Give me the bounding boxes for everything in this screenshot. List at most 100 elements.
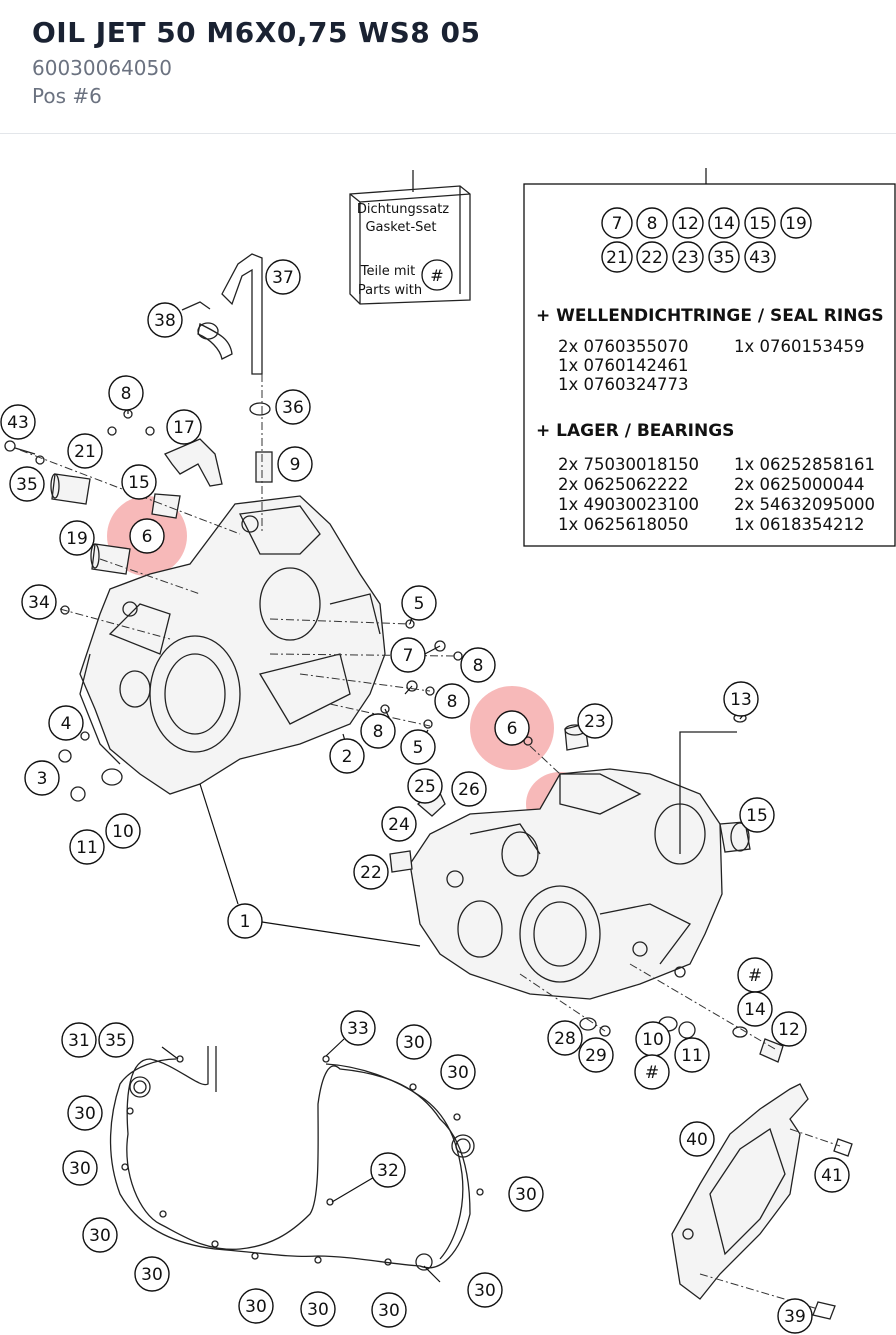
kit-item-35[interactable]: 35 (708, 241, 740, 273)
callout-17[interactable]: 17 (166, 409, 202, 445)
seal-right-0: 1x 0760153459 (734, 337, 865, 356)
callout-37[interactable]: 37 (265, 259, 301, 295)
callout-28[interactable]: 28 (547, 1020, 583, 1056)
callout-4[interactable]: 4 (48, 705, 84, 741)
kit-item-15[interactable]: 15 (744, 207, 776, 239)
callout-text: 30 (74, 1104, 96, 1124)
callout-32[interactable]: 32 (370, 1152, 406, 1188)
callout-6[interactable]: 6 (494, 710, 530, 746)
callout-7[interactable]: 7 (390, 637, 426, 673)
bearing-right-3: 1x 0618354212 (734, 515, 865, 534)
kit-item-43[interactable]: 43 (744, 241, 776, 273)
callout-30[interactable]: 30 (62, 1150, 98, 1186)
seal-left-0: 2x 0760355070 (558, 337, 689, 356)
callout-3[interactable]: 3 (24, 760, 60, 796)
callout-25[interactable]: 25 (407, 768, 443, 804)
callout-15[interactable]: 15 (739, 797, 775, 833)
callout-30[interactable]: 30 (371, 1292, 407, 1328)
callout-30[interactable]: 30 (300, 1291, 336, 1327)
callout-34[interactable]: 34 (21, 584, 57, 620)
callout-39[interactable]: 39 (777, 1298, 813, 1334)
callout-text: # (748, 966, 762, 986)
callout-8[interactable]: 8 (108, 375, 144, 411)
callout-30[interactable]: 30 (67, 1095, 103, 1131)
callout-text: 1 (240, 912, 251, 932)
callout-text: 15 (128, 473, 150, 493)
callout-35[interactable]: 35 (9, 466, 45, 502)
callout-5[interactable]: 5 (400, 729, 436, 765)
callout-15[interactable]: 15 (121, 464, 157, 500)
callout-text: 21 (606, 248, 628, 268)
callout-29[interactable]: 29 (578, 1037, 614, 1073)
callout-40[interactable]: 40 (679, 1121, 715, 1157)
kit-item-12[interactable]: 12 (672, 207, 704, 239)
callout-text: 7 (403, 646, 414, 666)
callout-5[interactable]: 5 (401, 585, 437, 621)
callout-38[interactable]: 38 (147, 302, 183, 338)
kit-item-7[interactable]: 7 (601, 207, 633, 239)
callout-19[interactable]: 19 (59, 520, 95, 556)
callout-30[interactable]: 30 (134, 1256, 170, 1292)
callout-41[interactable]: 41 (814, 1157, 850, 1193)
callout-text: 9 (290, 455, 301, 475)
callout-text: 30 (378, 1301, 400, 1321)
callout-33[interactable]: 33 (340, 1010, 376, 1046)
callout-30[interactable]: 30 (508, 1176, 544, 1212)
callout-10[interactable]: 10 (635, 1021, 671, 1057)
callout-2[interactable]: 2 (329, 738, 365, 774)
callout-text: 12 (778, 1020, 800, 1040)
callout-text: 8 (647, 214, 658, 234)
callout-1[interactable]: 1 (227, 903, 263, 939)
callout-30[interactable]: 30 (467, 1272, 503, 1308)
callout-text: 13 (730, 690, 752, 710)
callout-22[interactable]: 22 (353, 854, 389, 890)
callout-text: 5 (413, 738, 424, 758)
callout-11[interactable]: 11 (69, 829, 105, 865)
callout-12[interactable]: 12 (771, 1011, 807, 1047)
kit-item-22[interactable]: 22 (636, 241, 668, 273)
callout-10[interactable]: 10 (105, 813, 141, 849)
kit-item-21[interactable]: 21 (601, 241, 633, 273)
part-title: OIL JET 50 M6X0,75 WS8 05 (32, 16, 481, 49)
seal-heading: + WELLENDICHTRINGE / SEAL RINGS (536, 306, 884, 326)
callout-43[interactable]: 43 (0, 404, 36, 440)
callout-text: 14 (744, 1000, 766, 1020)
callout-text: 29 (585, 1046, 607, 1066)
callout-14[interactable]: 14 (737, 991, 773, 1027)
callout-30[interactable]: 30 (396, 1024, 432, 1060)
callout-6[interactable]: 6 (129, 518, 165, 554)
callout-text: 41 (821, 1166, 843, 1186)
callout-30[interactable]: 30 (82, 1217, 118, 1253)
callout-21[interactable]: 21 (67, 433, 103, 469)
callout-text: 11 (681, 1046, 703, 1066)
callout-text: 30 (141, 1265, 163, 1285)
position-label: Pos #6 (32, 84, 102, 108)
callout-24[interactable]: 24 (381, 806, 417, 842)
callout-text: 26 (458, 780, 480, 800)
callout-30[interactable]: 30 (238, 1288, 274, 1324)
callout-31[interactable]: 31 (61, 1022, 97, 1058)
callout-8[interactable]: 8 (360, 713, 396, 749)
kit-item-14[interactable]: 14 (708, 207, 740, 239)
callout-23[interactable]: 23 (577, 703, 613, 739)
callout-13[interactable]: 13 (723, 681, 759, 717)
callout-8[interactable]: 8 (460, 647, 496, 683)
callout-#[interactable]: # (634, 1054, 670, 1090)
kit-item-19[interactable]: 19 (780, 207, 812, 239)
callout-9[interactable]: 9 (277, 446, 313, 482)
kit-item-8[interactable]: 8 (636, 207, 668, 239)
callout-30[interactable]: 30 (440, 1054, 476, 1090)
callout-text: 4 (61, 714, 72, 734)
page-header: OIL JET 50 M6X0,75 WS8 05 60030064050 Po… (0, 0, 896, 134)
callout-36[interactable]: 36 (275, 389, 311, 425)
callout-11[interactable]: 11 (674, 1037, 710, 1073)
bearing-left-3: 1x 0625618050 (558, 515, 689, 534)
callout-8[interactable]: 8 (434, 683, 470, 719)
callout-26[interactable]: 26 (451, 771, 487, 807)
kit-item-23[interactable]: 23 (672, 241, 704, 273)
callout-35[interactable]: 35 (98, 1022, 134, 1058)
right-crankcase-half (409, 768, 723, 1000)
callout-#[interactable]: # (737, 957, 773, 993)
